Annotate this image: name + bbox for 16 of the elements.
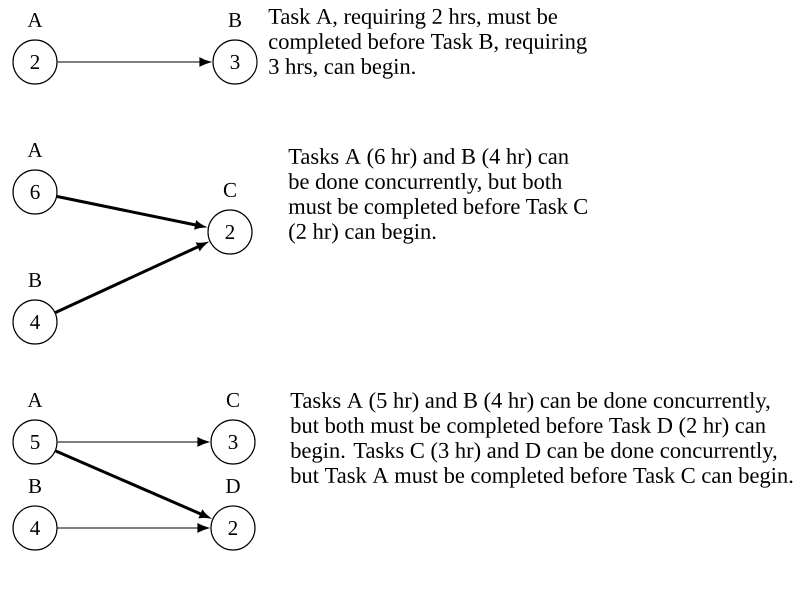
task-letter: D [226, 479, 240, 493]
task-letter: B [228, 13, 241, 27]
description-text: Task A, requiring 2 hrs, must be completed before Task B, requiring 3 hrs, can begin. [268, 8, 587, 79]
task-letter: A [28, 143, 42, 157]
task-letter: B [28, 273, 41, 287]
task-letter: B [28, 479, 41, 493]
task-letter: C [226, 392, 239, 408]
task-letter: A [28, 393, 42, 407]
arrow [57, 57, 211, 67]
arrow [57, 523, 209, 533]
task-letter: C [224, 182, 236, 198]
arrow [54, 242, 206, 314]
description-text: Tasks A (5 hr) and B (4 hr) can be done concurrently, but both must be completed before Task D (2 hr) can begin. Tasks C (3 hr) and D can be done concurrently, but Task A must be completed before Task C can begin. [290, 392, 792, 488]
task-letter: A [28, 13, 42, 27]
description-text: Tasks A (6 hr) and B (4 hr) can be done concurrently, but both must be completed before Task C (2 hr) can begin. [288, 148, 587, 244]
arrow [57, 437, 209, 447]
